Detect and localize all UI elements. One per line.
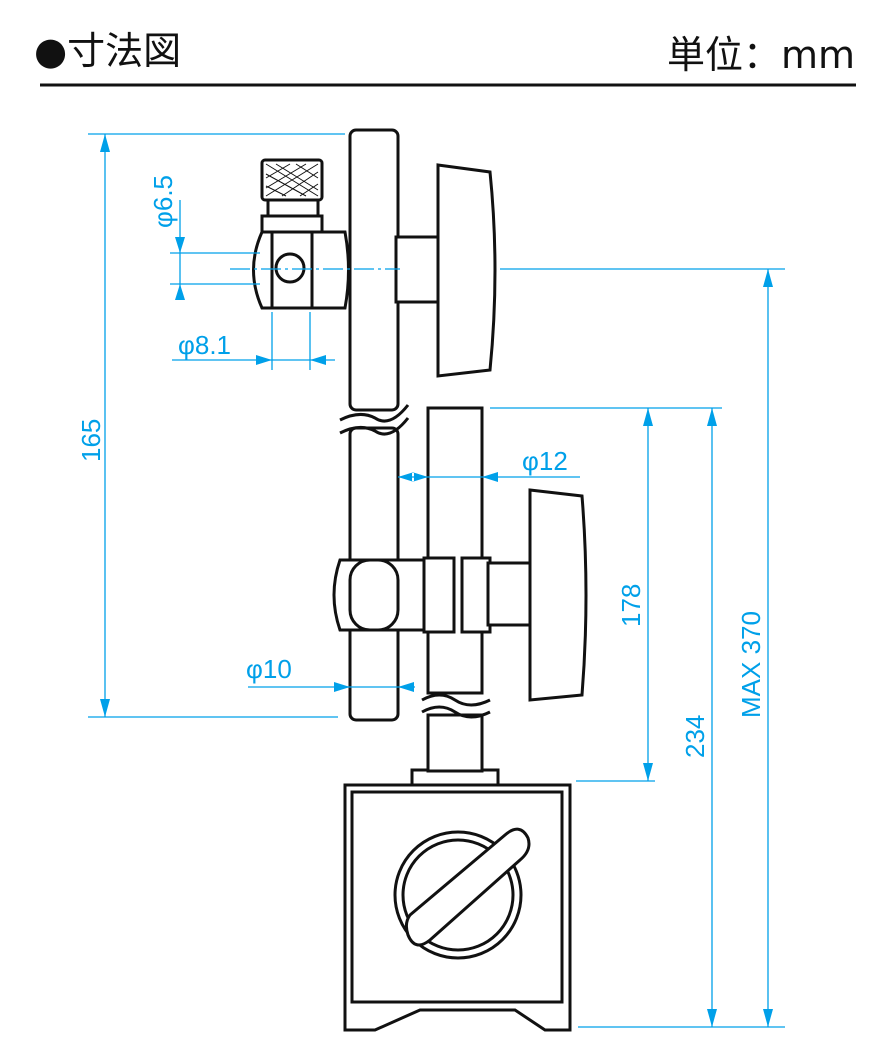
dim-arm-length: 165 (76, 419, 106, 462)
indicator-holder (252, 158, 497, 378)
dim-upper-rod-diameter: φ12 (522, 446, 568, 476)
dimension-lines (88, 133, 785, 1028)
lower-rod (421, 406, 491, 773)
indicator-hole (274, 252, 306, 284)
drawing-title: ●寸法図 (34, 29, 181, 73)
middle-clamp (332, 488, 588, 702)
dim-hole-diameter: φ8.1 (178, 330, 231, 360)
unit-label: 単位：mm (667, 33, 855, 77)
on-off-lever (404, 827, 531, 947)
dim-knob-diameter: φ6.5 (148, 175, 178, 228)
dim-post-height: 178 (616, 584, 646, 627)
magnetic-base (343, 768, 572, 1032)
dim-lower-rod-diameter: φ10 (246, 654, 292, 684)
dim-max-height: MAX 370 (736, 611, 766, 718)
clamp-knob (436, 163, 497, 378)
fine-adjust-knob (528, 488, 588, 702)
dim-min-height: 234 (680, 715, 710, 758)
